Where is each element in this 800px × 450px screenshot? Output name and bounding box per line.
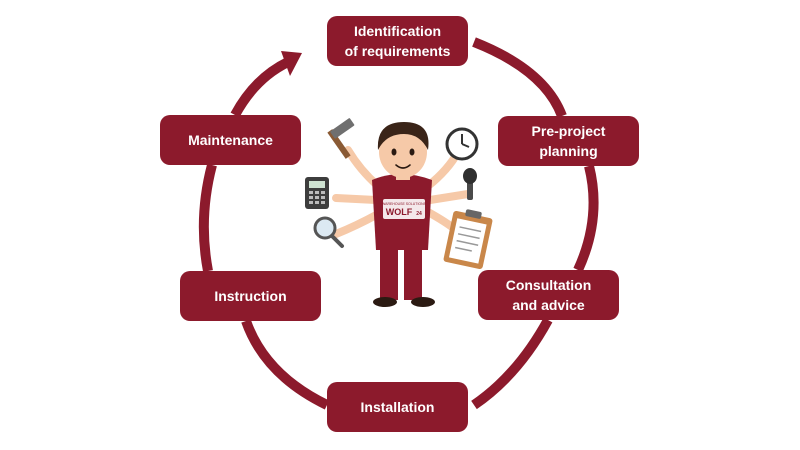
shirt-logo-badge: 24 (416, 211, 422, 217)
step-label-line1: Consultation (505, 277, 592, 293)
microphone-icon (463, 168, 477, 200)
step-identification-of-requirements: Identification of requirements (327, 16, 468, 66)
head (379, 126, 427, 178)
ring-arc-top-left (230, 57, 291, 118)
right-leg (404, 244, 422, 300)
left-leg (380, 244, 398, 300)
step-maintenance: Maintenance (160, 115, 301, 165)
left-shoe (373, 297, 397, 307)
right-eye (409, 148, 415, 156)
ring-arc-bottom-left (241, 319, 330, 410)
left-eye (391, 148, 397, 156)
worker-figure: WAREHOUSE SOLUTIONS WOLF 24 (332, 122, 472, 307)
hammer-icon (327, 118, 355, 159)
arm-mid-left (332, 194, 380, 204)
magnifier-icon (313, 216, 344, 248)
step-installation: Installation (327, 382, 468, 432)
clock-icon (445, 127, 479, 161)
cycle-arrowhead (281, 51, 302, 76)
calculator-icon (305, 177, 329, 209)
right-shoe (411, 297, 435, 307)
shirt-logo-bg (383, 199, 425, 219)
mouth (395, 164, 411, 169)
step-label-line1: Installation (360, 399, 435, 415)
ring-arc-right (573, 164, 599, 273)
step-label-line1: Maintenance (188, 132, 273, 148)
step-label-line2: and advice (512, 297, 585, 313)
shirt-logo-main: WOLF (386, 207, 413, 217)
shirt-logo-small: WAREHOUSE SOLUTIONS (382, 202, 427, 206)
step-label-line2: planning (539, 143, 598, 159)
clipboard-icon (443, 209, 493, 270)
step-label-line1: Pre-project (531, 123, 606, 139)
ring-arc-top-right (472, 37, 567, 118)
step-label-line2: of requirements (344, 43, 451, 59)
step-pre-project-planning: Pre-project planning (498, 116, 639, 166)
step-label-line1: Identification (353, 23, 442, 39)
ring-arc-left (198, 163, 217, 272)
hair (377, 122, 429, 150)
step-label-line1: Instruction (214, 288, 287, 304)
step-instruction: Instruction (180, 271, 321, 321)
step-consultation-and-advice: Consultation and advice (478, 270, 619, 320)
ring-arc-bottom-right (471, 317, 553, 410)
cycle-ring (198, 37, 599, 410)
arm-mid-right (426, 190, 472, 204)
arm-low-left (332, 210, 382, 238)
